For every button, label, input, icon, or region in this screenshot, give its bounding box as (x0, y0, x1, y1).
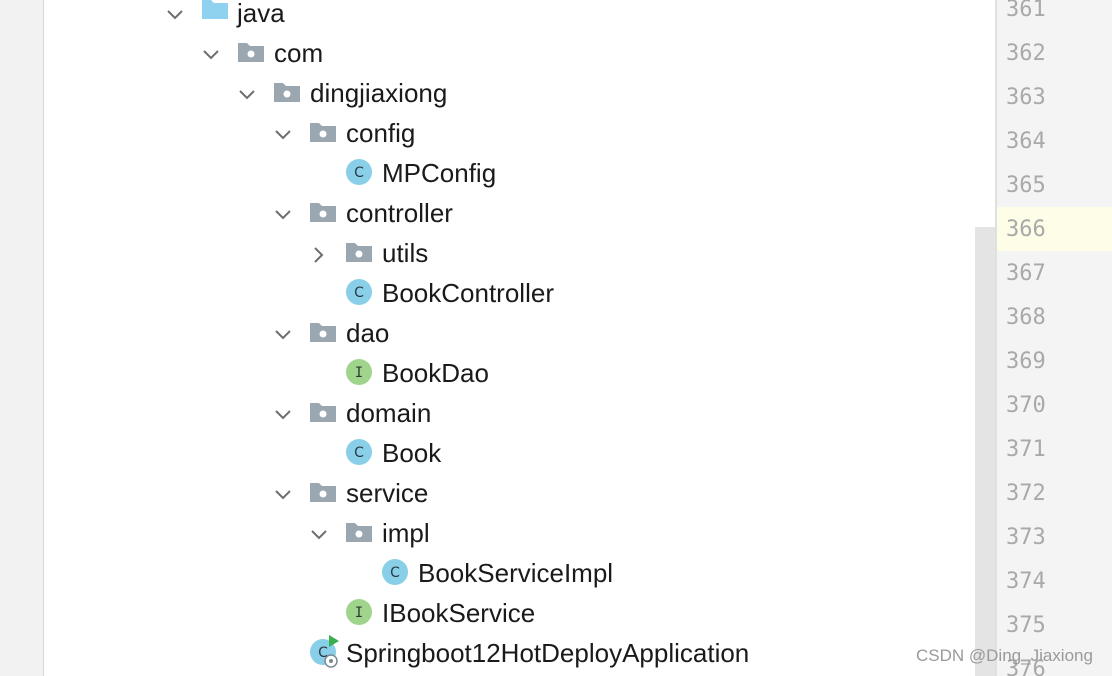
tree-item-label: MPConfig (382, 158, 497, 188)
tree-item-label: BookController (382, 278, 554, 308)
line-number-current: 366 (1006, 217, 1046, 242)
class-icon: C (346, 159, 372, 185)
chevron-down-icon[interactable] (202, 46, 220, 64)
editor-gutter (997, 0, 1112, 676)
chevron-down-icon[interactable] (274, 126, 292, 144)
tree-item-java[interactable]: java (44, 0, 972, 40)
tree-item-label: controller (346, 198, 453, 228)
line-number: 372 (1006, 481, 1046, 506)
package-icon (274, 83, 300, 102)
svg-text:C: C (354, 445, 364, 461)
class-icon: C (346, 279, 372, 305)
current-line-highlight (997, 207, 1112, 251)
chevron-down-icon[interactable] (274, 406, 292, 424)
tree-item-label: Springboot12HotDeployApplication (346, 638, 750, 668)
tree-item-label: BookServiceImpl (418, 558, 614, 588)
package-icon (346, 523, 372, 542)
svg-text:I: I (355, 605, 363, 621)
tree-item-bookserviceimpl[interactable]: C BookServiceImpl (44, 558, 972, 600)
scrollbar-thumb[interactable] (975, 227, 995, 676)
line-number: 376 (1006, 657, 1046, 676)
package-icon (310, 123, 336, 142)
chevron-down-icon[interactable] (166, 6, 184, 24)
line-number: 362 (1006, 41, 1046, 66)
line-number: 369 (1006, 349, 1046, 374)
tree-item-label: utils (382, 238, 429, 268)
interface-icon: I (346, 599, 372, 625)
tree-item-label: domain (346, 398, 432, 428)
tree-item-label: impl (382, 518, 430, 548)
tree-item-label: BookDao (382, 358, 489, 388)
svg-text:C: C (354, 165, 364, 181)
svg-text:C: C (390, 565, 400, 581)
tree-item-com[interactable]: com (44, 38, 972, 80)
spring-boot-run-class-icon: C (310, 635, 339, 668)
tree-item-domain[interactable]: domain (44, 398, 972, 440)
tree-item-label: IBookService (382, 598, 536, 628)
interface-icon: I (346, 359, 372, 385)
tool-window-strip (0, 0, 44, 676)
tree-item-dao[interactable]: dao (44, 318, 972, 360)
tree-item-label: dao (346, 318, 390, 348)
chevron-down-icon[interactable] (274, 326, 292, 344)
line-number: 370 (1006, 393, 1046, 418)
line-number: 364 (1006, 129, 1046, 154)
svg-text:C: C (318, 645, 328, 661)
package-icon (310, 203, 336, 222)
class-icon: C (382, 559, 408, 585)
package-icon (346, 243, 372, 262)
tree-item-utils[interactable]: utils (44, 238, 972, 280)
project-tree[interactable]: java com dingjiaxiong config C MPConfig (44, 0, 972, 676)
line-number: 374 (1006, 569, 1046, 594)
pane-divider[interactable] (995, 0, 997, 676)
tree-item-label: Book (382, 438, 442, 468)
chevron-down-icon[interactable] (238, 86, 256, 104)
tree-item-ibookservice[interactable]: I IBookService (44, 598, 972, 640)
tree-item-label: com (274, 38, 324, 68)
svg-text:C: C (354, 285, 364, 301)
tree-item-springboot12hotdeployapplication[interactable]: C Springboot12HotDeployApplication (44, 635, 972, 676)
tree-item-label: config (346, 118, 416, 148)
tree-item-label: service (346, 478, 429, 508)
package-icon (310, 483, 336, 502)
package-icon (310, 323, 336, 342)
chevron-right-icon[interactable] (310, 246, 328, 264)
line-number: 367 (1006, 261, 1046, 286)
tree-item-label: java (237, 0, 285, 28)
tree-item-bookdao[interactable]: I BookDao (44, 358, 972, 400)
watermark: CSDN @Ding_Jiaxiong (916, 646, 1093, 665)
tree-item-config[interactable]: config (44, 118, 972, 160)
line-number: 375 (1006, 613, 1046, 638)
source-folder-icon (202, 0, 228, 19)
chevron-down-icon[interactable] (274, 206, 292, 224)
tree-item-book[interactable]: C Book (44, 438, 972, 480)
package-icon (238, 43, 264, 62)
tree-item-service[interactable]: service (44, 478, 972, 520)
line-number: 365 (1006, 173, 1046, 198)
line-number: 373 (1006, 525, 1046, 550)
tree-item-mpconfig[interactable]: C MPConfig (44, 158, 972, 200)
chevron-down-icon[interactable] (274, 486, 292, 504)
line-number: 361 (1006, 0, 1046, 22)
tree-item-label: dingjiaxiong (310, 78, 448, 108)
line-number: 371 (1006, 437, 1046, 462)
package-icon (310, 403, 336, 422)
line-number: 363 (1006, 85, 1046, 110)
tree-item-bookcontroller[interactable]: C BookController (44, 278, 972, 320)
chevron-down-icon[interactable] (310, 526, 328, 544)
line-number: 368 (1006, 305, 1046, 330)
class-icon: C (346, 439, 372, 465)
tree-item-controller[interactable]: controller (44, 198, 972, 240)
tree-item-dingjiaxiong[interactable]: dingjiaxiong (44, 78, 972, 120)
svg-text:I: I (355, 365, 363, 381)
tree-item-impl[interactable]: impl (44, 518, 972, 560)
